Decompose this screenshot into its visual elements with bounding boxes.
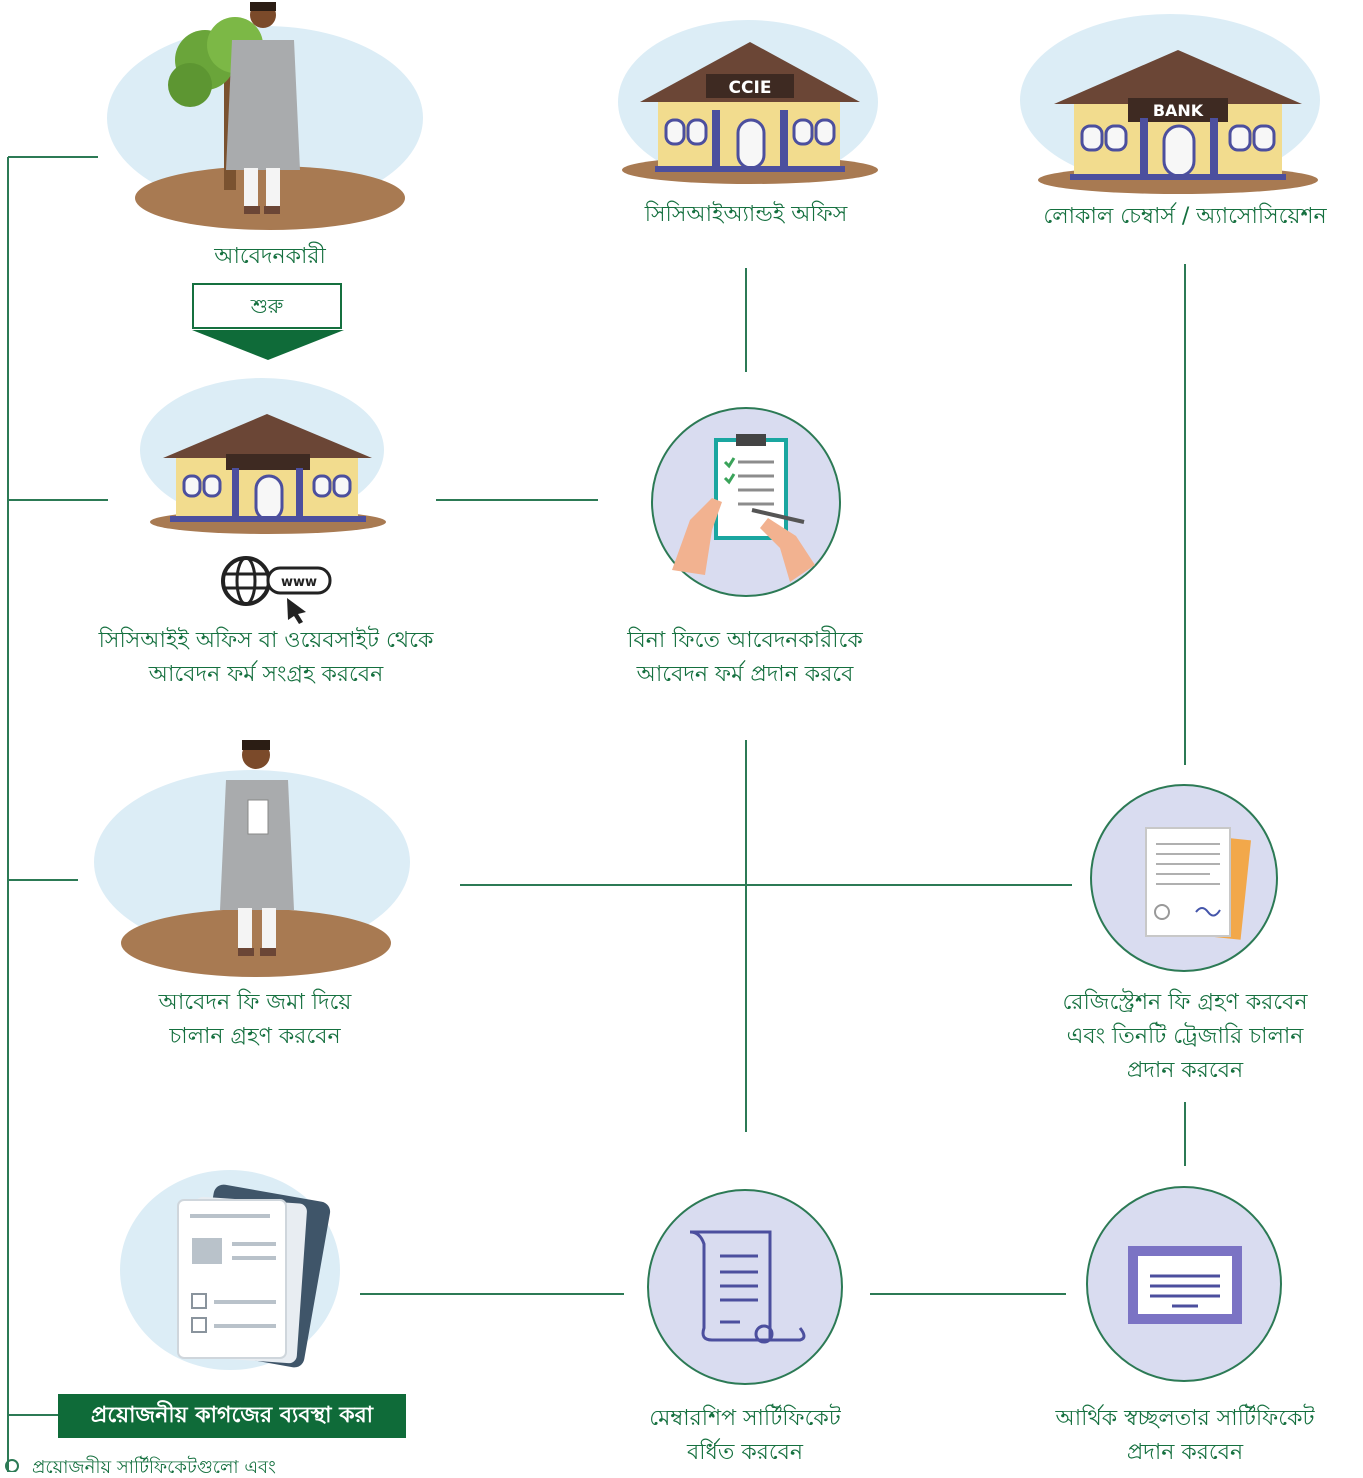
payer-illustration — [94, 740, 410, 977]
collect-form-label: সিসিআইই অফিস বা ওয়েবসাইট থেকে আবেদন ফর্… — [60, 624, 472, 692]
signature-icon — [1195, 907, 1221, 917]
hand-left-icon — [672, 498, 722, 575]
documents-illustration — [120, 1170, 340, 1370]
provide-form-label: বিনা ফিতে আবেদনকারীকে আবেদন ফর্ম প্রদান … — [590, 624, 900, 692]
seal-icon — [1154, 904, 1170, 920]
ccie-building-illustration: CCIE — [618, 20, 878, 184]
registration-fee-label: রেজিস্ট্রেশন ফি গ্রহণ করবেন এবং তিনটি ট্… — [1030, 986, 1340, 1088]
collect-form-line-2: আবেদন ফর্ম সংগ্রহ করবেন — [148, 662, 384, 687]
pay-fee-line-2: চালান গ্রহণ করবেন — [169, 1024, 341, 1049]
seal-icon — [754, 1324, 774, 1344]
cut-off-note: প্রয়োজনীয় সার্টিফিকেটগুলো এবং — [32, 1457, 276, 1478]
membership-cert-line-2: বর্ধিত করবেন — [686, 1440, 804, 1465]
checkbox-icon — [191, 1293, 207, 1309]
collect-form-line-1: সিসিআইই অফিস বা ওয়েবসাইট থেকে — [98, 628, 434, 653]
pen-icon — [751, 508, 805, 524]
bank-building-illustration: BANK — [1020, 14, 1320, 194]
start-arrow-icon — [192, 330, 344, 360]
form-circle-illustration — [651, 407, 841, 597]
membership-cert-label: মেম্বারশিপ সার্টিফিকেট বর্ধিত করবেন — [600, 1402, 890, 1470]
ground-shape — [121, 909, 391, 977]
membership-cert-line-1: মেম্বারশিপ সার্টিফিকেট — [649, 1406, 841, 1431]
person-icon — [226, 2, 300, 214]
bullet-icon — [5, 1459, 19, 1472]
applicant-label: আবেদনকারী — [214, 244, 326, 269]
office-building-illustration — [140, 378, 386, 534]
ccie-office-label: সিসিআইঅ্যান্ডই অফিস — [644, 202, 848, 227]
scroll-icon — [689, 1230, 772, 1342]
registration-fee-line-1: রেজিস্ট্রেশন ফি গ্রহণ করবেন — [1062, 990, 1308, 1015]
solvency-cert-label: আর্থিক স্বচ্ছলতার সার্টিফিকেট প্রদান করব… — [1026, 1402, 1344, 1470]
person-icon — [220, 740, 294, 956]
cursor-icon — [287, 598, 306, 624]
local-chambers-label: লোকাল চেম্বার্স / অ্যাসোসিয়েশন — [1043, 204, 1327, 229]
website-icon: www — [221, 556, 332, 624]
pay-fee-label: আবেদন ফি জমা দিয়ে চালান গ্রহণ করবেন — [120, 986, 390, 1054]
hand-right-icon — [760, 518, 815, 582]
checkbox-icon — [191, 1317, 207, 1333]
applicant-illustration — [107, 2, 423, 230]
start-box: শুরু — [192, 283, 342, 329]
documents-banner: প্রয়োজনীয় কাগজের ব্যবস্থা করা — [58, 1394, 406, 1438]
pay-fee-line-1: আবেদন ফি জমা দিয়ে — [158, 990, 352, 1015]
www-text: www — [281, 575, 317, 590]
ccie-sign-text: CCIE — [729, 78, 772, 98]
bank-sign-text: BANK — [1153, 101, 1204, 120]
solvency-cert-line-2: প্রদান করবেন — [1126, 1440, 1244, 1465]
provide-form-line-2: আবেদন ফর্ম প্রদান করবে — [636, 662, 854, 687]
provide-form-line-1: বিনা ফিতে আবেদনকারীকে — [627, 628, 863, 653]
membership-circle-illustration — [647, 1189, 843, 1385]
registration-fee-line-3: প্রদান করবেন — [1126, 1058, 1244, 1083]
registration-circle-illustration — [1090, 784, 1278, 972]
connector-lines — [7, 156, 1186, 1472]
registration-fee-line-2: এবং তিনটি ট্রেজারি চালান — [1066, 1024, 1304, 1049]
solvency-cert-line-1: আর্থিক স্বচ্ছলতার সার্টিফিকেট — [1055, 1406, 1315, 1431]
solvency-circle-illustration — [1086, 1186, 1282, 1382]
